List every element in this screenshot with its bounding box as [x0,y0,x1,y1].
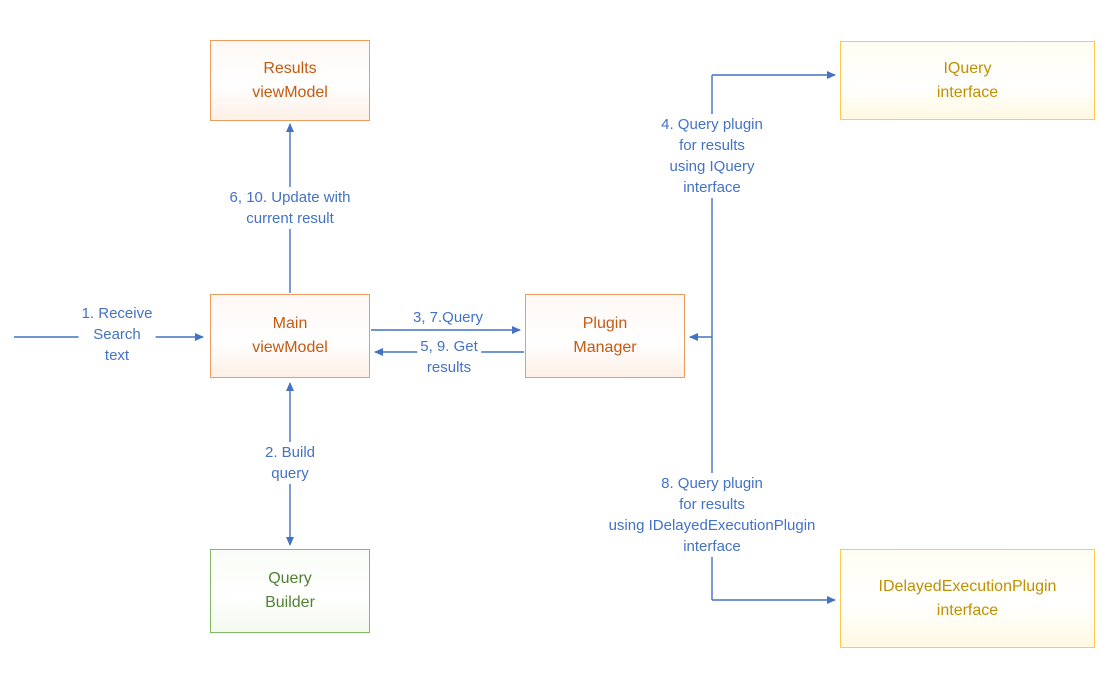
node-results-viewmodel-label: Results viewModel [252,59,328,101]
edge-label-query: 3, 7.Query [409,307,487,328]
node-query-builder: Query Builder [210,549,370,633]
edge-label-query-plugin-idelayed: 8. Query plugin for results using IDelay… [605,473,819,557]
node-iquery-interface: IQuery interface [840,41,1095,120]
node-main-viewmodel-label: Main viewModel [252,315,328,356]
edge-label-get-results: 5, 9. Get results [417,336,481,378]
node-query-builder-label: Query Builder [265,570,315,611]
node-iquery-interface-label: IQuery interface [936,59,999,101]
edge-label-receive-search: 1. Receive Search text [78,303,156,366]
edge-label-query-plugin-iquery: 4. Query plugin for results using IQuery… [658,114,766,198]
node-idelayedexecutionplugin-interface: IDelayedExecutionPlugin interface [840,549,1095,648]
node-idelayedexecutionplugin-interface-label: IDelayedExecutionPlugin interface [878,577,1057,619]
node-main-viewmodel: Main viewModel [210,294,370,378]
node-plugin-manager: Plugin Manager [525,294,685,378]
node-plugin-manager-label: Plugin Manager [573,315,637,356]
edge-label-update-with-current-result: 6, 10. Update with current result [226,187,354,229]
node-results-viewmodel: Results viewModel [210,40,370,121]
edge-label-build-query: 2. Build query [261,442,319,484]
